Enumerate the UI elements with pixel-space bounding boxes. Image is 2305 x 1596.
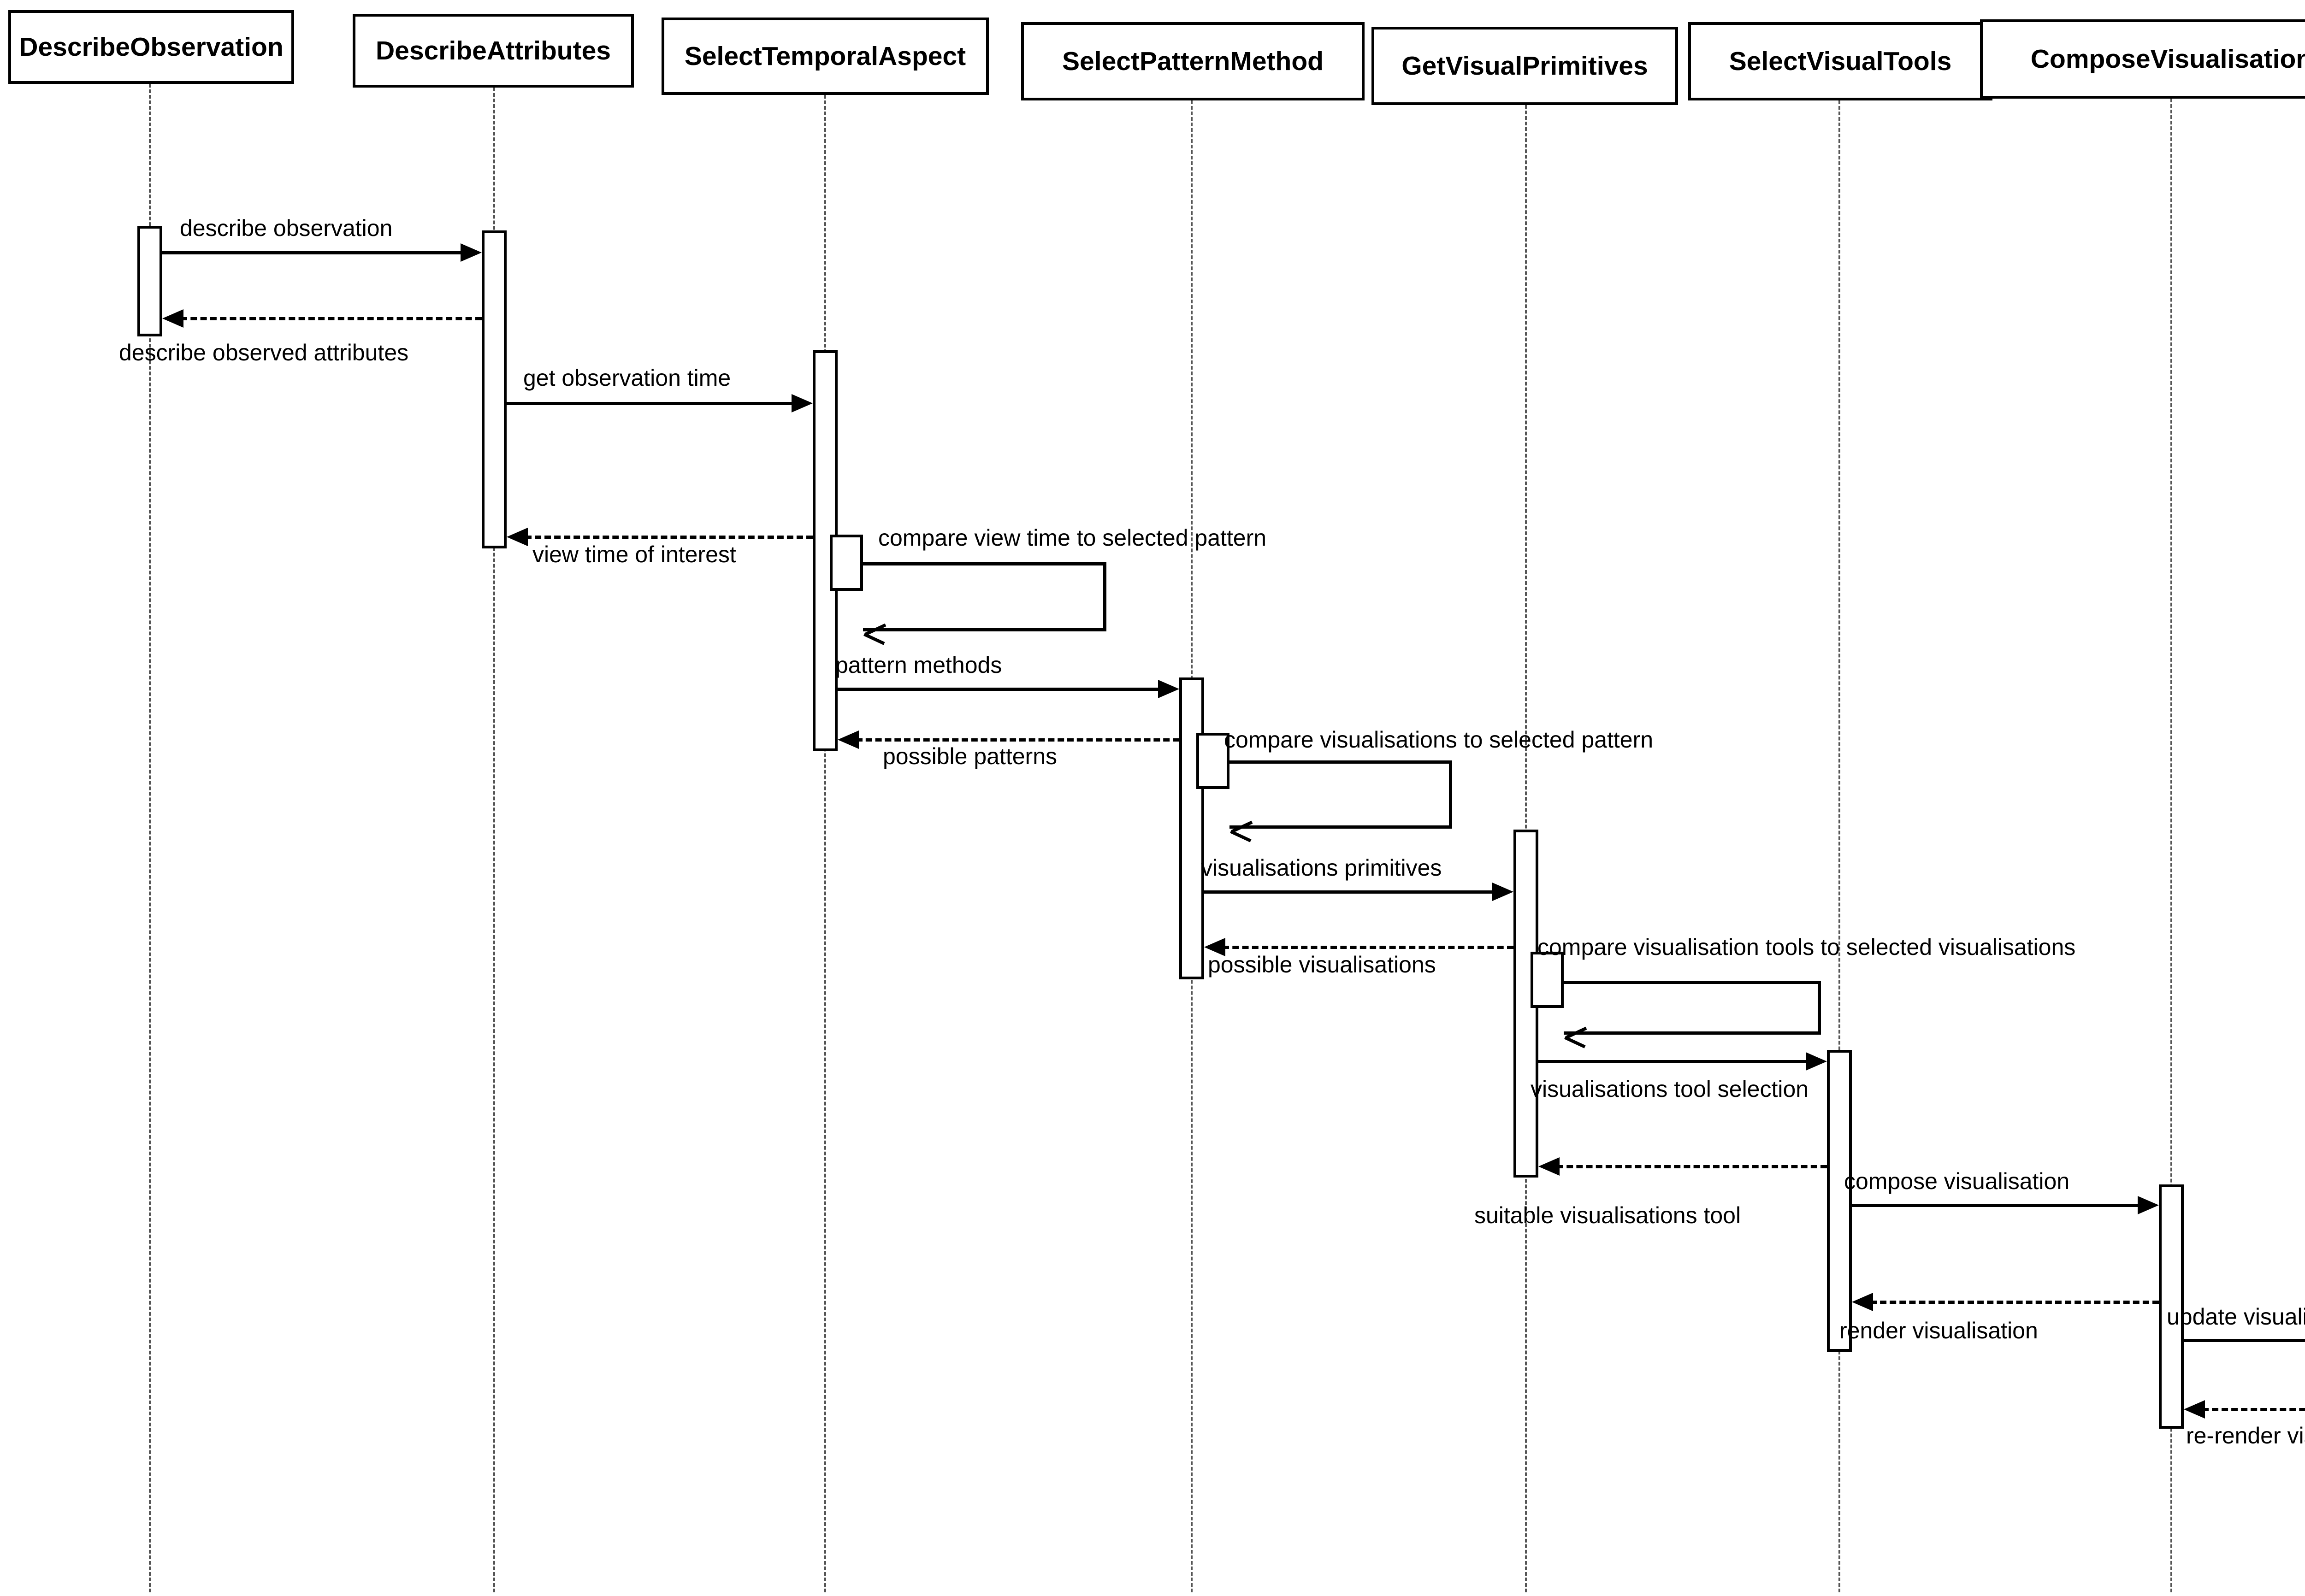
participant-box-selectvisualtools[interactable]: SelectVisualTools — [1688, 22, 1992, 100]
message-possible-patterns-shaft — [856, 738, 1179, 742]
message-compare-visualisation-tools-to-selected-visualisations-selfloop — [1564, 981, 1821, 1035]
activation-bar-describeobservation-0 — [137, 226, 162, 336]
message-compare-view-time-to-selected-pattern-label: compare view time to selected pattern — [878, 525, 1267, 551]
message-re-render-visualisation-shaft — [2202, 1408, 2305, 1411]
message-visualisations-tool-selection-label: visualisations tool selection — [1531, 1076, 1809, 1102]
message-describe-observed-attributes-arrowhead — [162, 309, 183, 328]
participant-label-getvisualprimitives: GetVisualPrimitives — [1401, 51, 1648, 81]
activation-bar-selectpatternmethod-4 — [1179, 677, 1204, 979]
message-get-observation-time-arrowhead — [792, 394, 813, 412]
participant-label-describeobservation: DescribeObservation — [19, 32, 284, 62]
activation-bar-selectpatternmethod-5 — [1196, 733, 1229, 789]
message-pattern-methods-label: pattern methods — [835, 652, 1002, 678]
message-view-time-of-interest-shaft — [525, 536, 813, 539]
participant-label-selectpatternmethod: SelectPatternMethod — [1062, 46, 1324, 76]
message-visualisations-primitives-label: visualisations primitives — [1201, 855, 1442, 881]
lifeline-describeobservation — [149, 84, 151, 1592]
activation-bar-describeattributes-1 — [482, 230, 507, 548]
message-suitable-visualisations-tool-label: suitable visualisations tool — [1474, 1202, 1741, 1228]
participant-box-describeattributes[interactable]: DescribeAttributes — [353, 14, 634, 88]
message-compose-visualisation-arrowhead — [2138, 1196, 2159, 1214]
message-update-visualisation-shaft — [2184, 1339, 2305, 1342]
message-visualisations-primitives-shaft — [1204, 890, 1495, 894]
message-render-visualisation-arrowhead — [1852, 1293, 1873, 1311]
lifeline-selecttemporalaspect — [824, 95, 826, 1592]
message-suitable-visualisations-tool-arrowhead — [1538, 1157, 1560, 1176]
message-pattern-methods-arrowhead — [1158, 680, 1179, 698]
message-compare-visualisation-tools-to-selected-visualisations-label: compare visualisation tools to selected … — [1537, 934, 2076, 960]
message-render-visualisation-label: render visualisation — [1839, 1318, 2038, 1343]
activation-bar-selecttemporalaspect-3 — [830, 535, 863, 591]
message-compare-view-time-to-selected-pattern-selfloop — [863, 562, 1106, 631]
message-possible-visualisations-shaft — [1223, 946, 1513, 949]
participant-label-selecttemporalaspect: SelectTemporalAspect — [684, 41, 966, 71]
message-re-render-visualisation-label: re-render visualisation — [2186, 1423, 2305, 1449]
message-describe-observed-attributes-label: describe observed attributes — [119, 340, 409, 365]
participant-box-getvisualprimitives[interactable]: GetVisualPrimitives — [1371, 27, 1678, 105]
message-get-observation-time-shaft — [507, 402, 794, 405]
participant-box-selectpatternmethod[interactable]: SelectPatternMethod — [1021, 22, 1365, 100]
message-visualisations-primitives-arrowhead — [1492, 883, 1513, 901]
activation-bar-composevisualisation-9 — [2159, 1184, 2184, 1429]
lifeline-selectvisualtools — [1838, 100, 1840, 1592]
message-update-visualisation-label: update visualisation — [2167, 1304, 2305, 1330]
message-possible-patterns-arrowhead — [838, 730, 859, 749]
lifeline-describeattributes — [493, 88, 495, 1592]
activation-bar-selectvisualtools-8 — [1827, 1050, 1852, 1352]
message-compare-visualisations-to-selected-pattern-label: compare visualisations to selected patte… — [1224, 727, 1654, 753]
participant-box-describeobservation[interactable]: DescribeObservation — [8, 10, 294, 84]
message-describe-observed-attributes-shaft — [181, 317, 482, 320]
message-compose-visualisation-label: compose visualisation — [1844, 1168, 2070, 1194]
message-view-time-of-interest-arrowhead — [507, 528, 528, 546]
participant-box-composevisualisation[interactable]: ComposeVisualisation — [1980, 19, 2305, 99]
message-possible-visualisations-label: possible visualisations — [1208, 952, 1436, 978]
participant-box-selecttemporalaspect[interactable]: SelectTemporalAspect — [662, 18, 989, 95]
message-suitable-visualisations-tool-shaft — [1557, 1165, 1827, 1168]
message-describe-observation-shaft — [162, 251, 463, 254]
message-re-render-visualisation-arrowhead — [2184, 1400, 2205, 1419]
lifeline-composevisualisation — [2170, 99, 2172, 1592]
message-possible-patterns-label: possible patterns — [883, 743, 1058, 769]
message-view-time-of-interest-label: view time of interest — [532, 542, 736, 567]
message-pattern-methods-shaft — [838, 688, 1161, 691]
message-get-observation-time-label: get observation time — [523, 365, 731, 391]
message-possible-visualisations-arrowhead — [1204, 938, 1225, 956]
message-visualisations-tool-selection-arrowhead — [1806, 1052, 1827, 1071]
participant-label-selectvisualtools: SelectVisualTools — [1729, 46, 1952, 76]
message-compose-visualisation-shaft — [1852, 1204, 2140, 1207]
message-compare-visualisations-to-selected-pattern-selfloop — [1229, 760, 1452, 829]
message-render-visualisation-shaft — [1870, 1301, 2159, 1304]
message-visualisations-tool-selection-shaft — [1538, 1060, 1809, 1063]
message-describe-observation-arrowhead — [461, 243, 482, 262]
activation-bar-getvisualprimitives-7 — [1531, 952, 1564, 1008]
participant-label-composevisualisation: ComposeVisualisation — [2030, 44, 2305, 74]
participant-label-describeattributes: DescribeAttributes — [376, 35, 611, 65]
message-describe-observation-label: describe observation — [180, 215, 393, 241]
